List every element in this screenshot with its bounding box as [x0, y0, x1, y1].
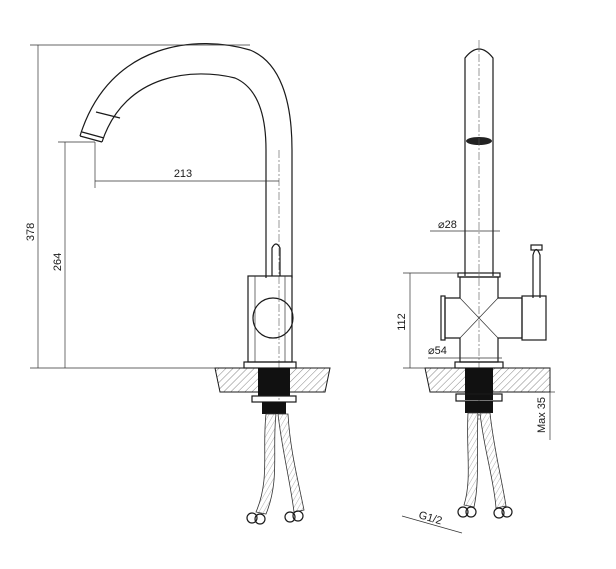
hose-left [255, 413, 277, 515]
handle-disc [252, 297, 294, 339]
dimension-lines-right [401, 230, 555, 534]
side-view: 378 264 213 [25, 43, 331, 525]
dim-max-countertop: Max 35 [536, 397, 548, 433]
hose-front-left [463, 412, 479, 508]
spout-outer [79, 43, 293, 278]
vertical-pipe [464, 48, 494, 276]
dim-thread: G1/2 [417, 509, 443, 527]
dim-spout-height: 264 [52, 253, 64, 271]
dim-base-diameter: ⌀54 [428, 345, 447, 357]
body [247, 275, 293, 363]
spout-tip [79, 131, 105, 143]
hose-fittings-front [457, 506, 513, 519]
hose-fittings [246, 510, 304, 525]
mounting-nut-front [465, 368, 493, 400]
mounting-nut [258, 368, 290, 396]
spout-inner [101, 73, 267, 278]
lever [271, 243, 281, 276]
dim-body-height: 112 [396, 313, 408, 331]
dim-pipe-diameter: ⌀28 [438, 219, 457, 231]
cross-body [444, 276, 523, 363]
dim-spout-reach: 213 [174, 168, 192, 180]
front-view: ⌀28 112 ⌀54 Max 35 G1/2 [396, 40, 555, 534]
dim-total-height: 378 [25, 223, 37, 241]
hose-right [277, 413, 305, 513]
hose-front-right [479, 412, 507, 509]
dimension-lines-left [30, 44, 279, 369]
lever-front [532, 248, 541, 298]
